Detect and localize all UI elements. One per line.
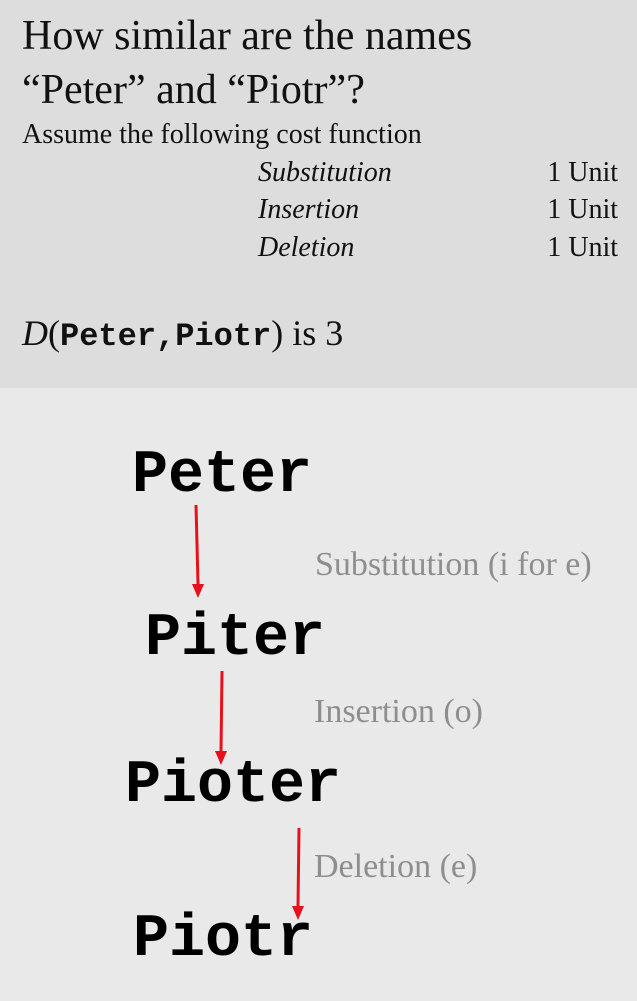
word-peter: Peter [132,442,313,510]
cost-row-deletion-value: 1 Unit [547,232,618,263]
cost-function-intro: Assume the following cost function [22,119,422,150]
transformation-panel [0,388,637,1001]
cost-row-substitution-value: 1 Unit [547,157,618,188]
word-pioter: Pioter [125,752,342,820]
step-label-insertion: Insertion (o) [314,693,484,730]
cost-row-insertion-value: 1 Unit [547,194,618,225]
distance-arguments: Peter,Piotr [60,318,272,355]
word-piter: Piter [145,605,326,673]
cost-row-deletion-name: Deletion [258,232,355,263]
question-panel [0,0,637,388]
distance-statement: D(Peter,Piotr) is 3 [22,312,343,358]
cost-row-substitution-name: Substitution [258,157,392,188]
distance-open-paren: ( [48,313,60,353]
question-title-line-2: “Peter” and “Piotr”? [22,67,365,113]
distance-result: is 3 [283,313,344,353]
distance-close-paren: ) [271,313,284,353]
step-label-deletion: Deletion (e) [314,848,478,885]
distance-function-symbol: D [22,313,48,353]
cost-row-insertion-name: Insertion [258,194,360,225]
word-piotr: Piotr [133,906,314,974]
step-label-substitution: Substitution (i for e) [315,546,592,583]
question-title-line-1: How similar are the names [22,13,473,59]
